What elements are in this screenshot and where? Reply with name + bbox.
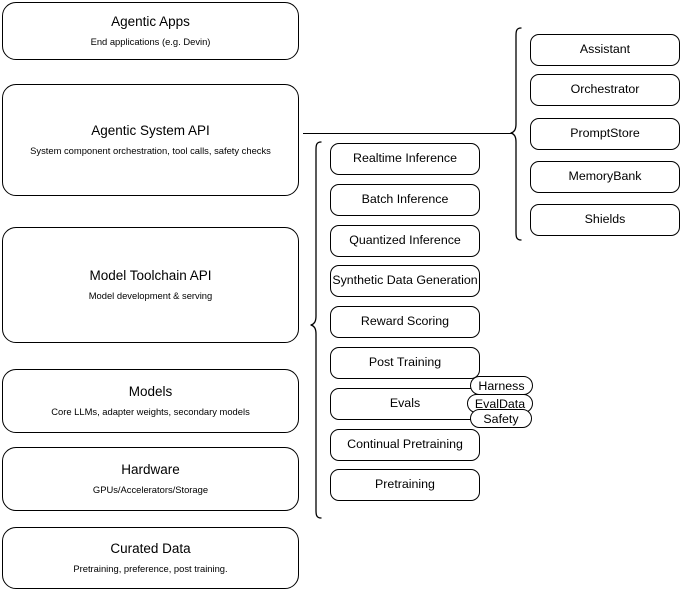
layer-subtitle: Pretraining, preference, post training. [73, 563, 228, 575]
toolchain-item-continual-pretraining[interactable]: Continual Pretraining [330, 429, 480, 461]
system-item-shields[interactable]: Shields [530, 204, 680, 236]
toolchain-item-label: Post Training [368, 355, 442, 370]
layer-title: Curated Data [110, 541, 191, 557]
system-item-memorybank[interactable]: MemoryBank [530, 161, 680, 193]
brace-toolchain [310, 141, 322, 519]
system-item-assistant[interactable]: Assistant [530, 34, 680, 66]
toolchain-item-label: Continual Pretraining [347, 437, 463, 452]
toolchain-item-label: Synthetic Data Generation [332, 273, 478, 288]
toolchain-item-label: Quantized Inference [349, 233, 461, 248]
layer-title: Model Toolchain API [89, 268, 212, 284]
system-item-label: Assistant [579, 42, 631, 57]
eval-pill-safety[interactable]: Safety [470, 409, 532, 428]
system-item-label: MemoryBank [568, 169, 642, 184]
layer-subtitle: System component orchestration, tool cal… [30, 145, 271, 157]
connector-line-system-api [303, 133, 513, 135]
toolchain-item-evals[interactable]: Evals [330, 388, 480, 420]
layer-subtitle: Core LLMs, adapter weights, secondary mo… [51, 406, 250, 418]
eval-pill-harness[interactable]: Harness [470, 376, 533, 395]
toolchain-item-quantized-inference[interactable]: Quantized Inference [330, 225, 480, 257]
layer-title: Agentic System API [91, 123, 210, 139]
system-item-label: Orchestrator [570, 82, 640, 97]
layer-box-agentic-system-api[interactable]: Agentic System API System component orch… [2, 84, 299, 196]
system-item-orchestrator[interactable]: Orchestrator [530, 74, 680, 106]
layer-box-models[interactable]: Models Core LLMs, adapter weights, secon… [2, 369, 299, 433]
layer-box-model-toolchain-api[interactable]: Model Toolchain API Model development & … [2, 227, 299, 343]
toolchain-item-pretraining[interactable]: Pretraining [330, 469, 480, 501]
toolchain-item-label: Batch Inference [361, 192, 449, 207]
layer-subtitle: GPUs/Accelerators/Storage [92, 484, 209, 496]
layer-box-agentic-apps[interactable]: Agentic Apps End applications (e.g. Devi… [2, 2, 299, 60]
toolchain-item-batch-inference[interactable]: Batch Inference [330, 184, 480, 216]
toolchain-item-post-training[interactable]: Post Training [330, 347, 480, 379]
toolchain-item-synthetic-data-generation[interactable]: Synthetic Data Generation [330, 265, 480, 297]
toolchain-item-label: Evals [389, 396, 421, 411]
toolchain-item-realtime-inference[interactable]: Realtime Inference [330, 143, 480, 175]
layer-subtitle: Model development & serving [88, 290, 213, 302]
toolchain-item-label: Reward Scoring [360, 314, 450, 329]
layer-subtitle: End applications (e.g. Devin) [90, 36, 211, 48]
eval-pill-label: Harness [478, 378, 525, 393]
toolchain-item-label: Pretraining [375, 477, 435, 492]
toolchain-item-reward-scoring[interactable]: Reward Scoring [330, 306, 480, 338]
eval-pill-label: Safety [483, 411, 519, 426]
layer-box-hardware[interactable]: Hardware GPUs/Accelerators/Storage [2, 447, 299, 511]
layer-box-curated-data[interactable]: Curated Data Pretraining, preference, po… [2, 527, 299, 589]
system-item-label: PromptStore [570, 126, 640, 141]
eval-pill-label: EvalData [474, 396, 526, 411]
toolchain-item-label: Realtime Inference [353, 151, 457, 166]
layer-title: Hardware [121, 462, 180, 478]
brace-system-components [510, 27, 522, 241]
layer-title: Models [128, 384, 173, 400]
system-item-label: Shields [584, 212, 626, 227]
layer-title: Agentic Apps [111, 14, 190, 30]
system-item-promptstore[interactable]: PromptStore [530, 118, 680, 150]
